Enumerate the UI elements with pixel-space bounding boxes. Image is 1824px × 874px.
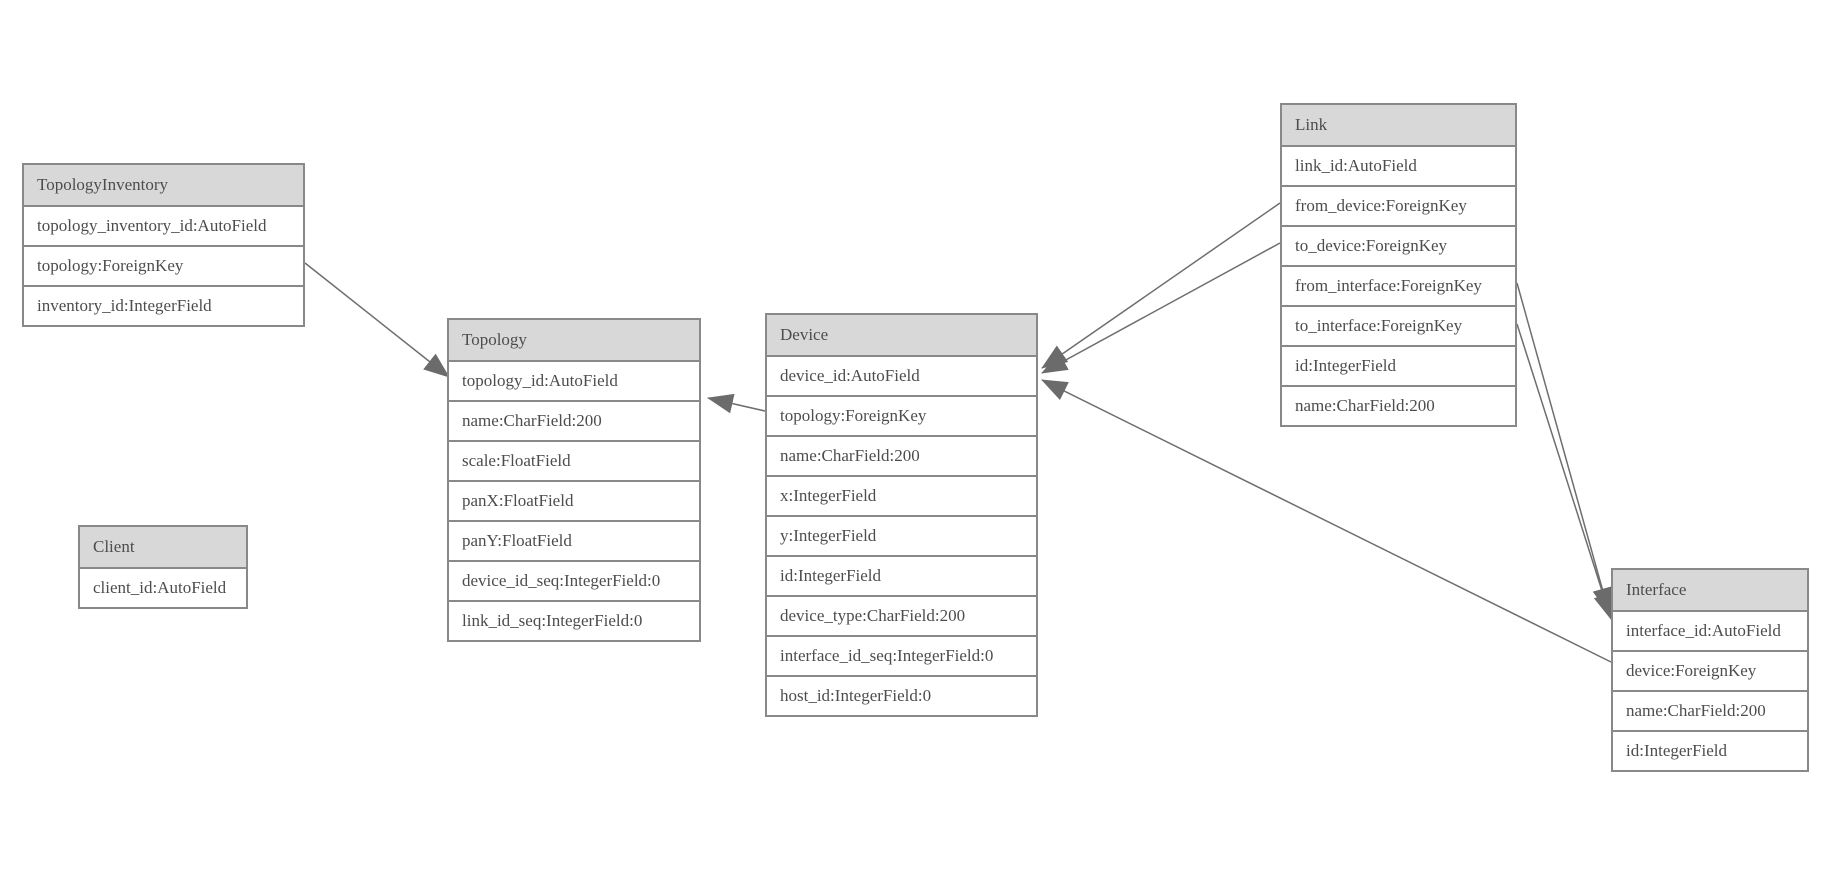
connector-topologyinventory-topology [304,262,450,378]
connector-interface-device [1041,379,1612,663]
connector-link-to-device-device [1041,242,1281,374]
entity-field: topology_id:AutoField [449,360,699,400]
entity-title: Device [767,315,1036,355]
entity-field: panX:FloatField [449,480,699,520]
entity-field: scale:FloatField [449,440,699,480]
entity-field: from_device:ForeignKey [1282,185,1515,225]
entity-field: y:IntegerField [767,515,1036,555]
connector-link-from-device-device [1041,202,1281,369]
entity-field: link_id_seq:IntegerField:0 [449,600,699,640]
entity-field: interface_id:AutoField [1613,610,1807,650]
entity-title: Client [80,527,246,567]
entity-title: Interface [1613,570,1807,610]
entity-field: id:IntegerField [1282,345,1515,385]
entity-field: id:IntegerField [767,555,1036,595]
entity-field: name:CharField:200 [449,400,699,440]
entity-title: TopologyInventory [24,165,303,205]
entity-field: from_interface:ForeignKey [1282,265,1515,305]
entity-field: to_interface:ForeignKey [1282,305,1515,345]
entity-field: client_id:AutoField [80,567,246,607]
entity-field: panY:FloatField [449,520,699,560]
entity-field: link_id:AutoField [1282,145,1515,185]
entity-field: topology:ForeignKey [767,395,1036,435]
entity-field: topology:ForeignKey [24,245,303,285]
entity-field: name:CharField:200 [1282,385,1515,425]
entity-field: x:IntegerField [767,475,1036,515]
entity-field: topology_inventory_id:AutoField [24,205,303,245]
connector-link-to-interface-interface [1516,323,1613,620]
entity-field: name:CharField:200 [1613,690,1807,730]
connector-link-from-interface-interface [1516,282,1612,614]
entity-field: interface_id_seq:IntegerField:0 [767,635,1036,675]
entity-field: device_id_seq:IntegerField:0 [449,560,699,600]
entity-field: device:ForeignKey [1613,650,1807,690]
entity-field: host_id:IntegerField:0 [767,675,1036,715]
entity-field: device_type:CharField:200 [767,595,1036,635]
entity-title: Topology [449,320,699,360]
connector-device-topology [707,393,766,414]
entity-field: name:CharField:200 [767,435,1036,475]
entity-field: id:IntegerField [1613,730,1807,770]
entity-field: inventory_id:IntegerField [24,285,303,325]
connector-lines [304,202,1613,663]
entity-title: Link [1282,105,1515,145]
entity-field: device_id:AutoField [767,355,1036,395]
entity-field: to_device:ForeignKey [1282,225,1515,265]
